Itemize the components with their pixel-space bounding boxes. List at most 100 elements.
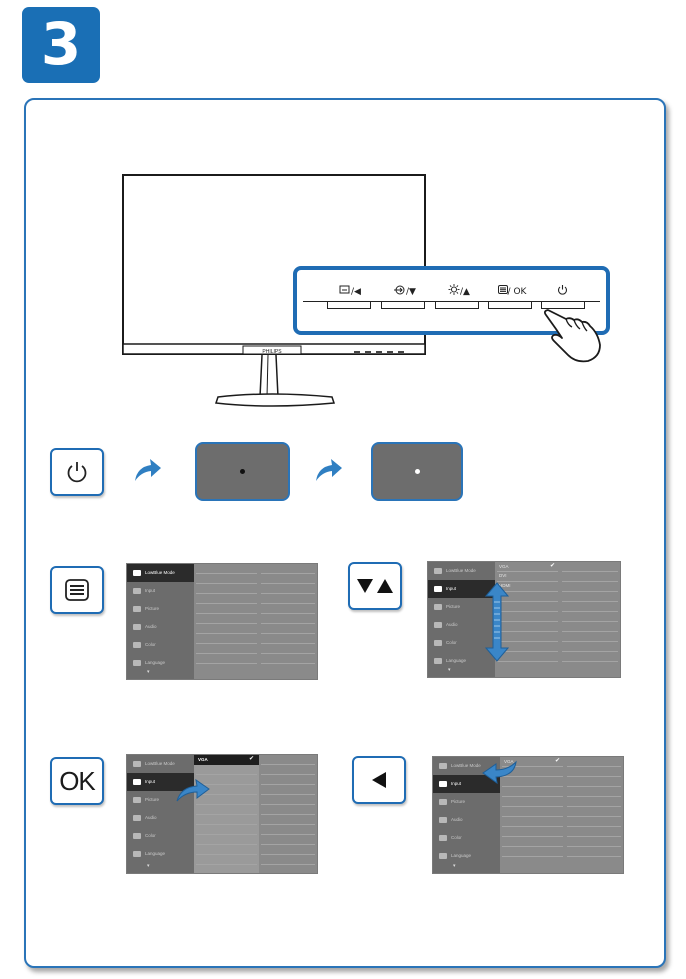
input-icon xyxy=(394,285,405,295)
menu-icon xyxy=(65,579,89,601)
up-down-key-button[interactable] xyxy=(348,562,402,610)
power-key[interactable] xyxy=(541,302,585,309)
osd-menu-item-input[interactable]: Input xyxy=(433,775,500,793)
next-arrow-icon xyxy=(135,459,161,481)
osd-menu-column: LowBlue Mode Input Picture Audio Color L… xyxy=(127,755,194,873)
osd-menu-item-lowblue[interactable]: LowBlue Mode xyxy=(127,564,194,582)
back-arrow-icon xyxy=(482,760,517,784)
osd-screen-input-menu: LowBlue Mode Input Picture Audio Color L… xyxy=(427,561,621,678)
ok-key-button[interactable]: OK xyxy=(50,757,104,805)
brightness-key[interactable] xyxy=(435,302,479,309)
osd-menu-item-picture[interactable]: Picture xyxy=(433,793,500,811)
input-icon xyxy=(434,586,442,592)
osd-menu-item-audio[interactable]: Audio xyxy=(433,811,500,829)
speaker-icon xyxy=(133,624,141,630)
osd-sub-hdmi[interactable]: HDMI xyxy=(499,583,511,588)
menu-key-button[interactable] xyxy=(50,566,104,614)
enter-submenu-arrow-icon xyxy=(176,779,210,802)
osd-sub-vga[interactable]: VGA xyxy=(504,759,514,764)
color-icon xyxy=(133,833,141,839)
language-icon xyxy=(133,851,141,857)
picture-icon xyxy=(439,799,447,805)
osd-menu-item-audio[interactable]: Audio xyxy=(428,616,495,634)
step-number-badge: 3 xyxy=(22,7,100,83)
osd-menu-item-input[interactable]: Input xyxy=(127,582,194,600)
osd-submenu-column xyxy=(194,564,259,679)
speaker-icon xyxy=(434,622,442,628)
color-icon xyxy=(434,640,442,646)
language-icon xyxy=(439,853,447,859)
menu-icon xyxy=(497,285,508,295)
pointing-hand-icon xyxy=(543,309,601,363)
osd-menu-item-color[interactable]: Color xyxy=(433,829,500,847)
eye-icon xyxy=(133,570,141,576)
input-button[interactable]: /▼ xyxy=(379,281,431,299)
osd-menu-item-language[interactable]: Language xyxy=(127,654,194,672)
osd-menu-item-audio[interactable]: Audio xyxy=(127,618,194,636)
osd-sub-dvi[interactable]: DVI xyxy=(499,573,507,578)
osd-menu-item-audio[interactable]: Audio xyxy=(127,809,194,827)
eye-icon xyxy=(439,763,447,769)
osd-submenu-column: VGA ✔ DVI HDMI xyxy=(495,562,560,677)
monitor-brand: PHILIPS xyxy=(262,349,282,355)
picture-icon xyxy=(434,604,442,610)
power-led-on xyxy=(414,469,420,474)
osd-menu-item-color[interactable]: Color xyxy=(428,634,495,652)
power-led-off xyxy=(240,469,245,474)
language-icon xyxy=(434,658,442,664)
eye-icon xyxy=(434,568,442,574)
next-arrow-icon xyxy=(316,459,342,481)
left-arrow-icon xyxy=(372,772,386,788)
osd-menu-item-language[interactable]: Language xyxy=(127,845,194,863)
language-icon xyxy=(133,660,141,666)
osd-menu-column: LowBlue Mode Input Picture Audio Color L… xyxy=(127,564,194,679)
chevron-down-icon: ▾ xyxy=(453,863,456,869)
picture-format-button[interactable]: /◀ xyxy=(324,281,376,299)
picture-icon xyxy=(133,606,141,612)
chevron-down-icon: ▾ xyxy=(147,863,150,869)
color-icon xyxy=(439,835,447,841)
brightness-icon xyxy=(448,284,460,296)
monitor-front-buttons xyxy=(354,351,404,353)
osd-menu-item-picture[interactable]: Picture xyxy=(127,791,194,809)
input-icon xyxy=(133,779,141,785)
check-icon: ✔ xyxy=(248,756,254,762)
input-icon xyxy=(439,781,447,787)
osd-sub-vga[interactable]: VGA xyxy=(499,564,509,569)
menu-ok-button[interactable]: / OK xyxy=(486,281,538,299)
osd-value-column xyxy=(565,757,623,873)
osd-menu-item-language[interactable]: Language xyxy=(433,847,500,865)
step-number: 3 xyxy=(40,10,82,78)
osd-menu-item-lowblue[interactable]: LowBlue Mode xyxy=(428,562,495,580)
check-icon: ✔ xyxy=(554,758,560,764)
menu-ok-key[interactable] xyxy=(488,302,532,309)
osd-menu-item-input[interactable]: Input xyxy=(428,580,495,598)
monitor-stand-base xyxy=(214,393,336,407)
speaker-icon xyxy=(133,815,141,821)
picture-format-key[interactable] xyxy=(327,302,371,309)
osd-sub-vga-selected[interactable]: VGA✔ xyxy=(194,755,259,765)
down-up-arrows-icon xyxy=(357,579,393,593)
osd-menu-item-lowblue[interactable]: LowBlue Mode xyxy=(127,755,194,773)
brightness-button[interactable]: /▲ xyxy=(433,281,485,299)
check-icon: ✔ xyxy=(549,563,555,569)
osd-menu-item-language[interactable]: Language xyxy=(428,652,495,670)
osd-screen-main-menu: LowBlue Mode Input Picture Audio Color L… xyxy=(126,563,318,680)
power-button[interactable] xyxy=(537,281,587,299)
scroll-up-down-arrow-icon xyxy=(485,582,509,662)
left-key-button[interactable] xyxy=(352,756,406,804)
eye-icon xyxy=(133,761,141,767)
osd-menu-column: LowBlue Mode Input Picture Audio Color L… xyxy=(428,562,495,677)
osd-menu-item-color[interactable]: Color xyxy=(127,827,194,845)
osd-submenu-column: VGA✔ xyxy=(194,755,259,873)
osd-value-column xyxy=(259,755,317,873)
osd-screen-back: LowBlue Mode Input Picture Audio Color L… xyxy=(432,756,624,874)
input-key[interactable] xyxy=(381,302,425,309)
osd-menu-item-picture[interactable]: Picture xyxy=(127,600,194,618)
power-key-button[interactable] xyxy=(50,448,104,496)
osd-menu-item-lowblue[interactable]: LowBlue Mode xyxy=(433,757,500,775)
osd-menu-item-input[interactable]: Input xyxy=(127,773,194,791)
osd-menu-item-picture[interactable]: Picture xyxy=(428,598,495,616)
screen-on-preview xyxy=(371,442,463,501)
osd-menu-item-color[interactable]: Color xyxy=(127,636,194,654)
